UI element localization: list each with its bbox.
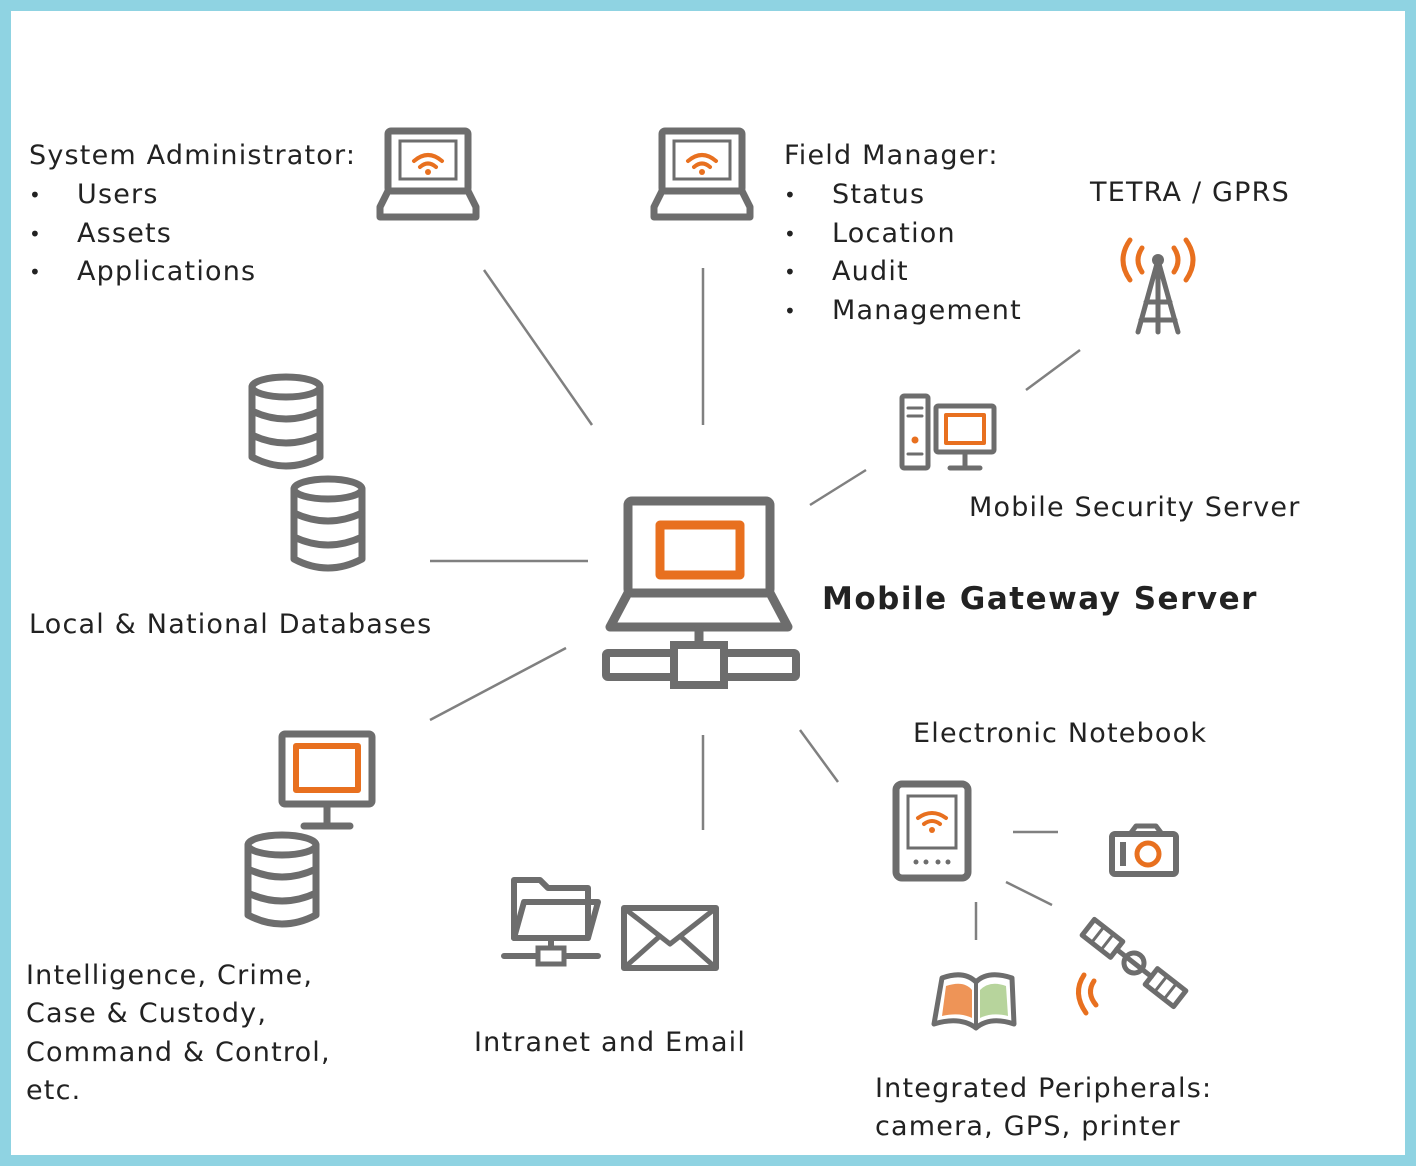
camera-icon — [1109, 823, 1179, 877]
link-tetra — [1025, 348, 1081, 392]
link-intelligence — [429, 646, 567, 722]
link-sysadmin — [482, 269, 594, 426]
satellite-icon — [1076, 916, 1189, 1016]
envelope-icon — [621, 905, 719, 971]
database-icon — [244, 831, 320, 928]
intranet-label: Intranet and Email — [474, 1027, 747, 1058]
laptop-network-server-icon — [602, 496, 800, 689]
field-manager-title: Field Manager: — [784, 140, 999, 171]
sysadmin-title: System Administrator: — [29, 140, 357, 171]
field-manager-list: Status Location Audit Management — [784, 176, 1022, 330]
link-gps — [1005, 880, 1053, 907]
peripherals-line: Integrated Peripherals: — [875, 1073, 1213, 1104]
gateway-server-label: Mobile Gateway Server — [822, 581, 1258, 617]
link-notebook — [798, 729, 840, 783]
book-icon — [931, 972, 1017, 1031]
desktop-tower-icon — [899, 393, 997, 471]
intelligence-line: etc. — [26, 1075, 82, 1106]
list-item: Users — [29, 176, 256, 215]
sysadmin-laptop-wifi-icon — [376, 127, 480, 221]
link-security-server — [809, 468, 867, 507]
list-item: Status — [784, 176, 1022, 215]
tetra-label: TETRA / GPRS — [1090, 177, 1290, 208]
databases-label: Local & National Databases — [29, 609, 433, 640]
notebook-label: Electronic Notebook — [913, 718, 1208, 749]
sysadmin-list: Users Assets Applications — [29, 176, 256, 292]
list-item: Location — [784, 215, 1022, 254]
field-manager-laptop-wifi-icon — [650, 127, 754, 221]
intelligence-line: Case & Custody, — [26, 998, 268, 1029]
security-server-label: Mobile Security Server — [969, 492, 1301, 523]
pda-wifi-icon — [892, 780, 972, 882]
radio-mast-icon — [1120, 237, 1196, 335]
intelligence-line: Intelligence, Crime, — [26, 960, 314, 991]
connector-lines — [429, 268, 1081, 940]
database-lower-icon — [290, 475, 366, 572]
peripherals-line: camera, GPS, printer — [875, 1111, 1181, 1142]
monitor-icon — [278, 730, 376, 830]
list-item: Assets — [29, 215, 256, 254]
list-item: Audit — [784, 253, 1022, 292]
database-upper-icon — [248, 373, 324, 470]
network-folder-icon — [501, 877, 601, 967]
intelligence-line: Command & Control, — [26, 1037, 331, 1068]
list-item: Applications — [29, 253, 256, 292]
list-item: Management — [784, 292, 1022, 331]
